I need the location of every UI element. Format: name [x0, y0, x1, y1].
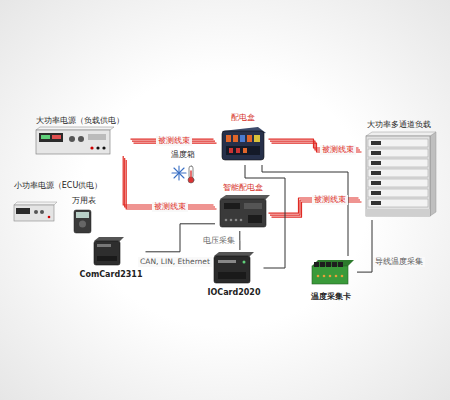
device-node: 温度采集卡: [305, 256, 357, 302]
wire-strand: [245, 165, 285, 268]
device-node: 大功率电源（负载供电）: [28, 116, 132, 158]
signal-wire: [245, 165, 285, 268]
harness-label: 被测线束: [320, 145, 356, 155]
bus-label: 导线温度采集: [373, 257, 425, 267]
device-node: IOCard2020: [205, 250, 264, 298]
device-node: 智能配电盒: [215, 183, 270, 231]
multimeter-icon: [74, 210, 91, 233]
device-label: 小功率电源（ECU供电）: [14, 181, 103, 191]
device-node: 大功率多通道负载: [360, 120, 438, 220]
device-label: IOCard2020: [208, 288, 261, 298]
device-label: 智能配电盒: [223, 183, 263, 193]
wire-strand: [125, 158, 215, 207]
device-label: 温度采集卡: [311, 292, 351, 302]
harness-label: 被测线束: [156, 136, 192, 146]
harness-label: 被测线束: [152, 202, 188, 212]
device-label: 配电盒: [231, 113, 255, 123]
device-label: ComCard2311: [80, 270, 143, 280]
device-label: 大功率多通道负载: [367, 120, 431, 130]
device-node: ComCard2311: [77, 236, 146, 280]
signal-wire: [357, 220, 372, 272]
load-rack-icon: [366, 132, 436, 216]
comcard-icon: [94, 237, 124, 265]
smart-distribution-box-icon: [220, 195, 270, 227]
device-node: 温度箱: [165, 150, 201, 188]
signal-wire: [239, 231, 240, 250]
small-power-supply-icon: [14, 202, 57, 221]
device-label: 大功率电源（负载供电）: [36, 116, 124, 126]
wire-strand: [357, 220, 372, 272]
device-node: 万用表: [64, 196, 104, 236]
device-label: 温度箱: [171, 150, 195, 160]
power-supply-icon: [36, 127, 114, 154]
wire-strand: [262, 165, 348, 256]
signal-note: 电压采集: [203, 236, 235, 246]
iocard-icon: [214, 252, 254, 283]
temperature-card-icon: [312, 260, 354, 284]
distribution-box-icon: [222, 127, 266, 160]
temperature-icon: [172, 166, 194, 183]
harness-label: 被测线束: [312, 195, 348, 205]
signal-wire: [262, 165, 348, 256]
device-label: 万用表: [72, 196, 96, 206]
device-node: 配电盒: [215, 113, 270, 165]
bus-label: CAN, LIN, Ethernet: [138, 257, 212, 267]
wire-strand: [239, 231, 240, 250]
wire-strand: [123, 156, 213, 205]
